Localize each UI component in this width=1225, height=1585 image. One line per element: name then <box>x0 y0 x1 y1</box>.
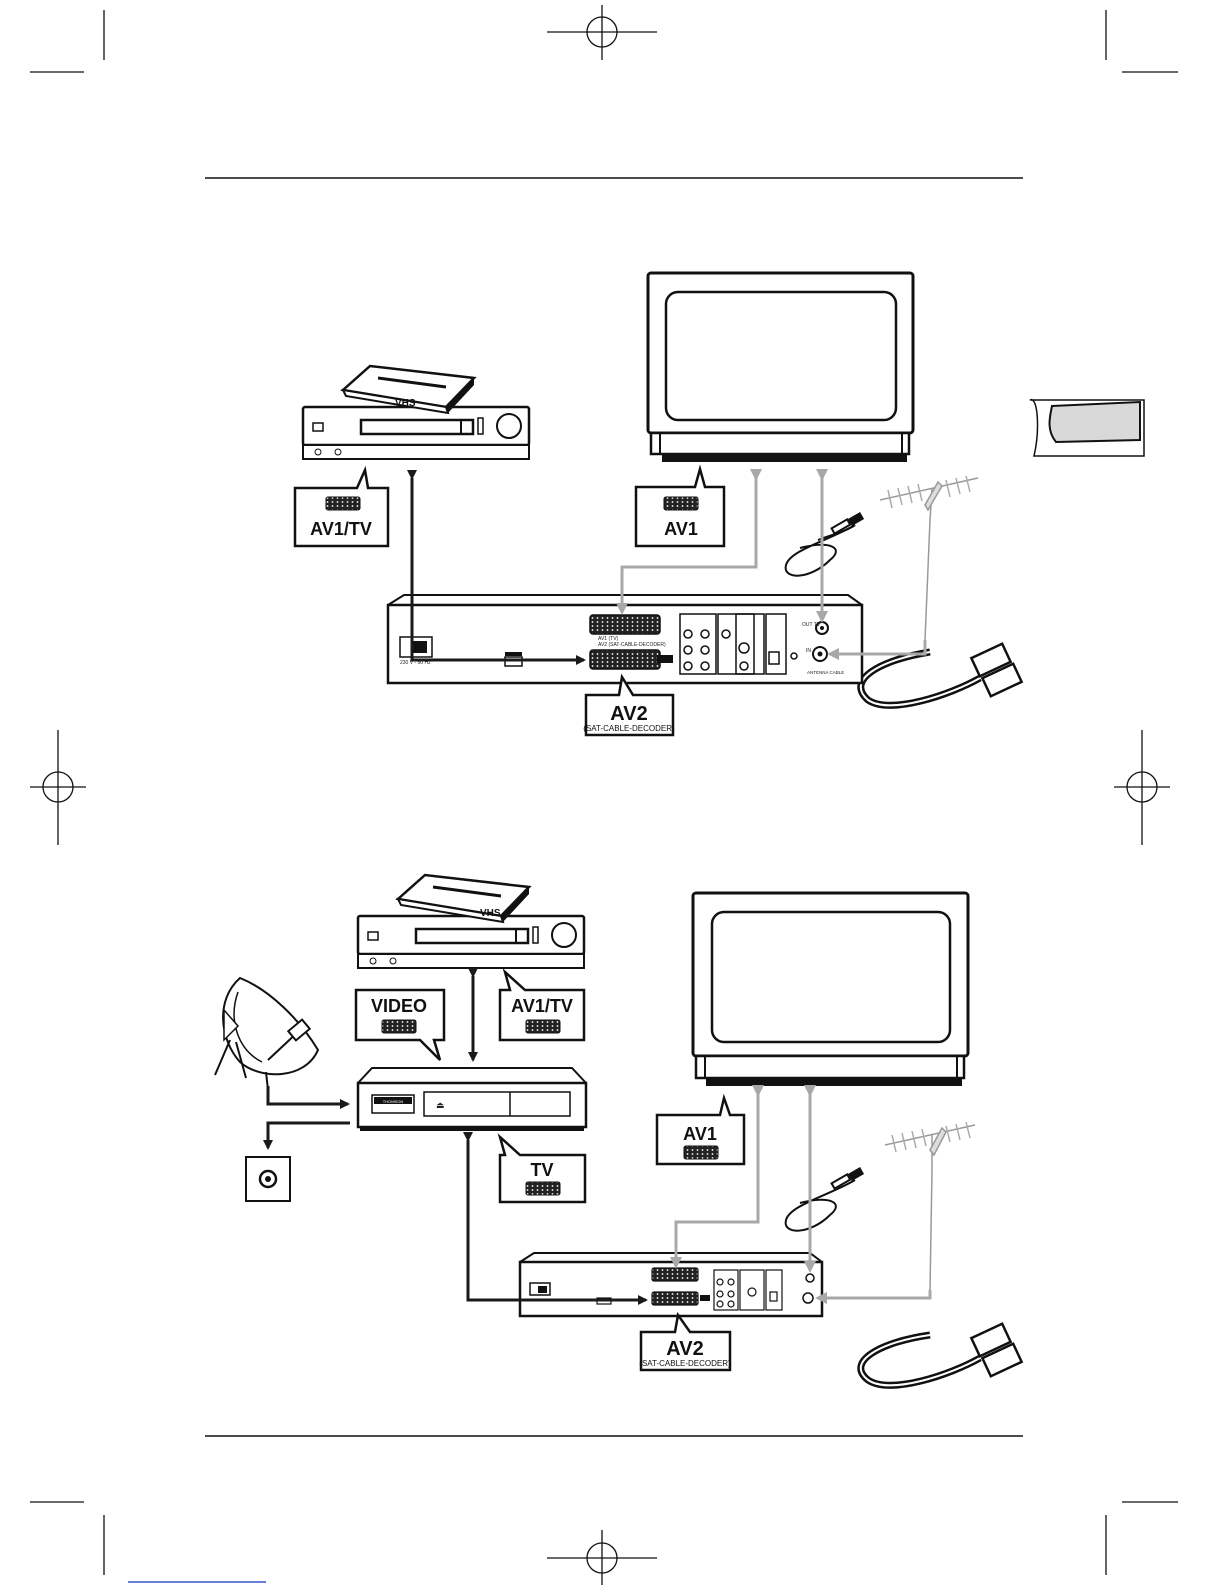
svg-text:OUT TV: OUT TV <box>802 622 821 628</box>
vcr-2: VHS <box>358 875 584 968</box>
registration-mark-top <box>547 5 657 60</box>
scart-socket-av2 <box>652 1292 698 1305</box>
decoder-tv-callout: TV <box>500 1137 585 1202</box>
scart-icon <box>664 497 698 510</box>
connections-dish <box>268 1086 350 1148</box>
tv-1 <box>648 273 913 462</box>
rf-cable-1 <box>786 513 863 575</box>
scart-cable-2 <box>861 1324 1022 1386</box>
scart-icon <box>526 1182 560 1195</box>
svg-text:(SAT-CABLE-DECODER): (SAT-CABLE-DECODER) <box>639 1359 731 1368</box>
recorder-1-rear-panel: 230 V - 50 Hz AV1 (TV) AV2 (SAT-CABLE-DE… <box>388 595 862 683</box>
svg-text:(SAT-CABLE-DECODER): (SAT-CABLE-DECODER) <box>583 724 675 733</box>
rf-out-socket <box>806 1274 814 1282</box>
registration-mark-bottom <box>547 1530 657 1585</box>
decoder-video-callout: VIDEO <box>356 990 444 1060</box>
antenna-1 <box>880 476 978 640</box>
eject-icon: ⏏ <box>436 1100 445 1110</box>
callout-label-av1: AV1 <box>683 1124 717 1144</box>
vcr-1: VHS <box>303 366 529 459</box>
scart-socket-av1 <box>652 1268 698 1281</box>
tv-scart-callout-1: AV1 <box>636 469 724 546</box>
receiver-brand: THOMSON <box>383 1099 404 1104</box>
tv-2 <box>693 893 968 1086</box>
rf-in-socket <box>803 1293 813 1303</box>
scart-socket-av2: AV2 (SAT-CABLE-DECODER) <box>590 642 666 669</box>
antenna-2 <box>885 1122 975 1290</box>
satellite-dish <box>215 978 318 1090</box>
vhs-label: VHS <box>395 398 416 409</box>
callout-label-av1-tv: AV1/TV <box>310 519 372 539</box>
recorder-2-rear-panel <box>520 1253 822 1316</box>
callout-label-tv: TV <box>530 1160 553 1180</box>
callout-label-av2: AV2 <box>666 1338 703 1360</box>
svg-text:IN: IN <box>806 648 811 654</box>
scart-icon <box>326 497 360 510</box>
vhs-label: VHS <box>480 908 501 919</box>
callout-label-video: VIDEO <box>371 996 427 1016</box>
vcr-scart-callout-1: AV1/TV <box>295 470 388 546</box>
tv-scart-callout-2: AV1 <box>657 1098 744 1164</box>
satellite-receiver: THOMSON ⏏ <box>358 1068 586 1131</box>
callout-label-av1-tv: AV1/TV <box>511 996 573 1016</box>
av2-callout-1: AV2 (SAT-CABLE-DECODER) <box>583 677 675 735</box>
av2-callout-2: AV2 (SAT-CABLE-DECODER) <box>639 1315 731 1370</box>
callout-label-av1: AV1 <box>664 519 698 539</box>
diagram-1: VHS AV1/TV AV1 <box>295 273 1022 735</box>
svg-text:ANTENNA CABLE: ANTENNA CABLE <box>807 670 844 675</box>
scart-icon <box>684 1146 718 1159</box>
section-tab[interactable] <box>1030 400 1144 456</box>
vcr-scart-callout-2: AV1/TV <box>500 972 584 1040</box>
rf-cable-2 <box>786 1168 863 1230</box>
wall-socket <box>246 1157 290 1201</box>
diagram-2: VHS VIDEO AV1/TV THOMSON ⏏ <box>215 875 1022 1385</box>
svg-text:AV2 (SAT-CABLE-DECODER): AV2 (SAT-CABLE-DECODER) <box>598 642 666 648</box>
registration-mark-right <box>1114 730 1170 845</box>
registration-mark-left <box>30 730 86 845</box>
callout-label-av2: AV2 <box>610 703 647 725</box>
scart-icon <box>382 1020 416 1033</box>
scart-icon <box>526 1020 560 1033</box>
